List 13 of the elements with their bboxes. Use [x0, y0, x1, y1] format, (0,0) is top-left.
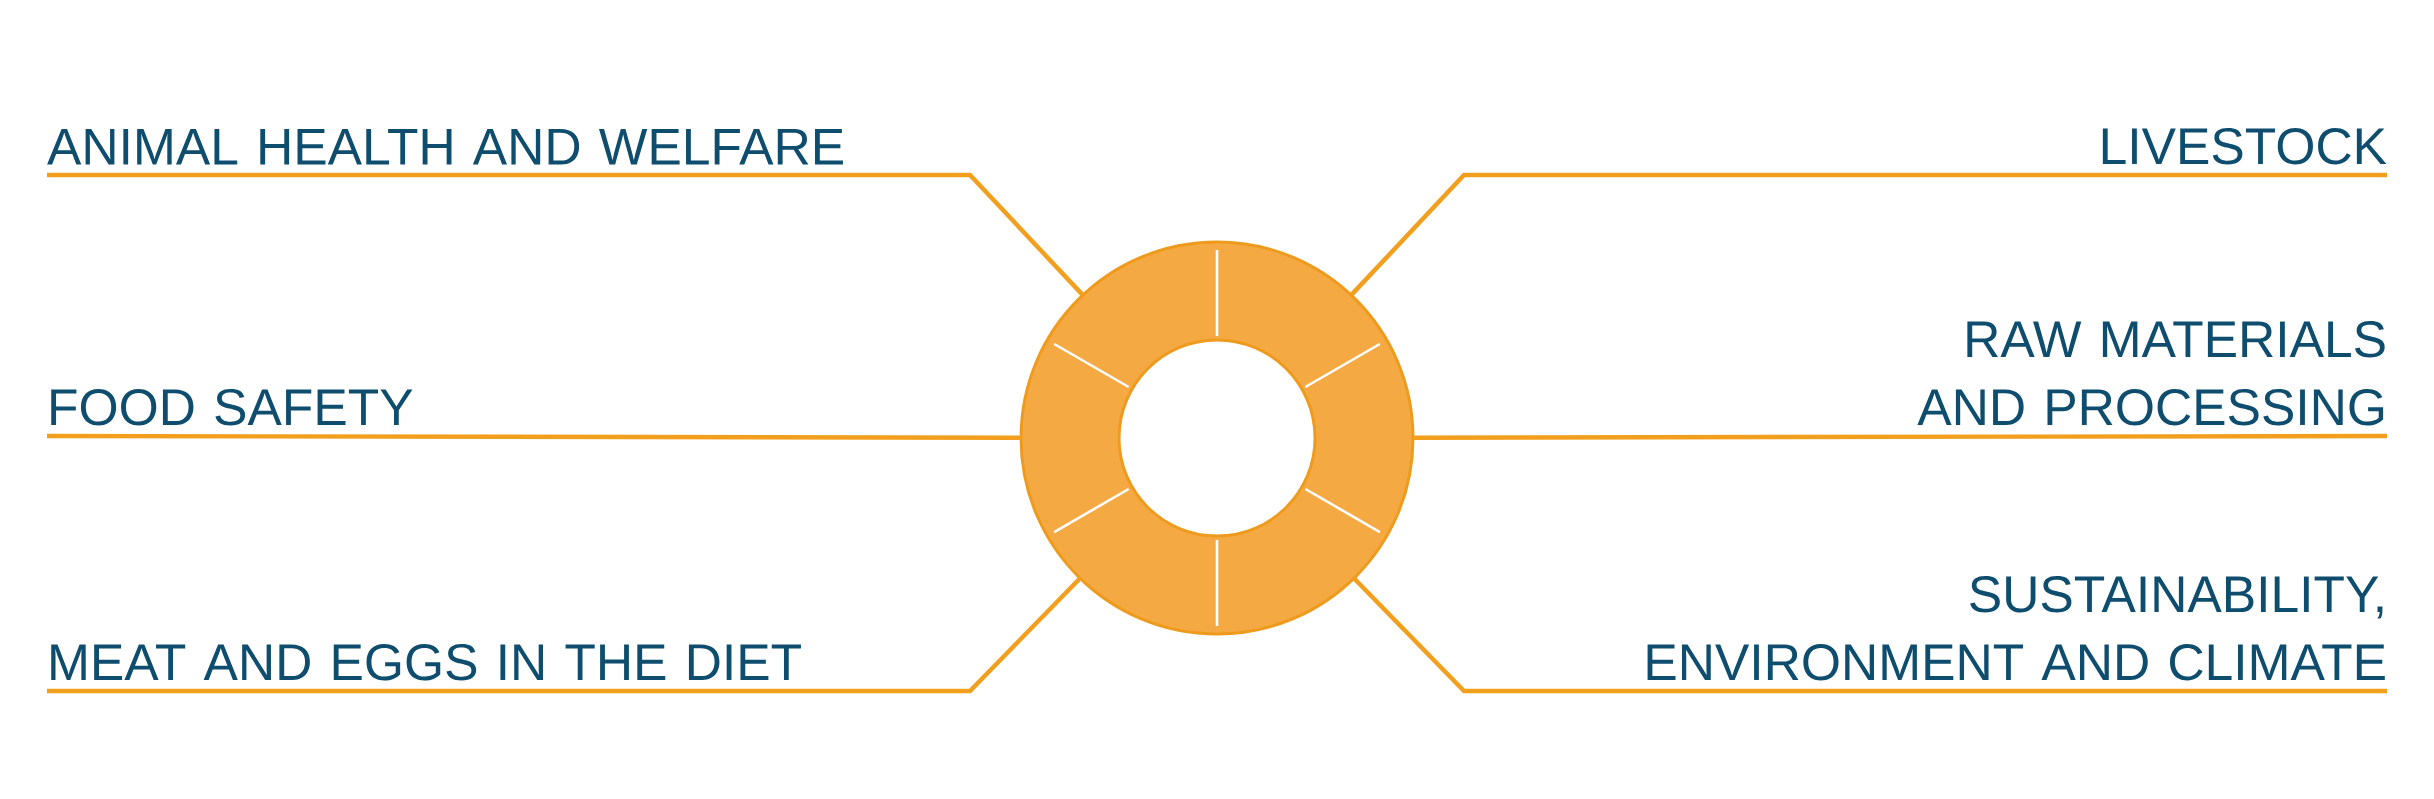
connector-line — [47, 576, 1082, 694]
connector-line — [1413, 433, 2388, 440]
topic-label: RAW MATERIALS AND PROCESSING — [1917, 321, 2385, 426]
topic-label: LIVESTOCK — [2102, 127, 2387, 165]
topic-label: ANIMAL HEALTH AND WELFARE — [47, 129, 843, 165]
ring-drawing — [1019, 240, 1415, 636]
connector-line — [47, 172, 1085, 297]
topic-label: MEAT AND EGGS IN THE DIET — [51, 643, 801, 681]
topic-label: SUSTAINABILITY, ENVIRONMENT AND CLIMATE — [1647, 576, 2385, 681]
connector-line — [47, 433, 1022, 440]
topic-label: FOOD SAFETY — [51, 388, 413, 426]
connector-line — [1349, 172, 2388, 297]
connector-line — [1352, 576, 2388, 694]
